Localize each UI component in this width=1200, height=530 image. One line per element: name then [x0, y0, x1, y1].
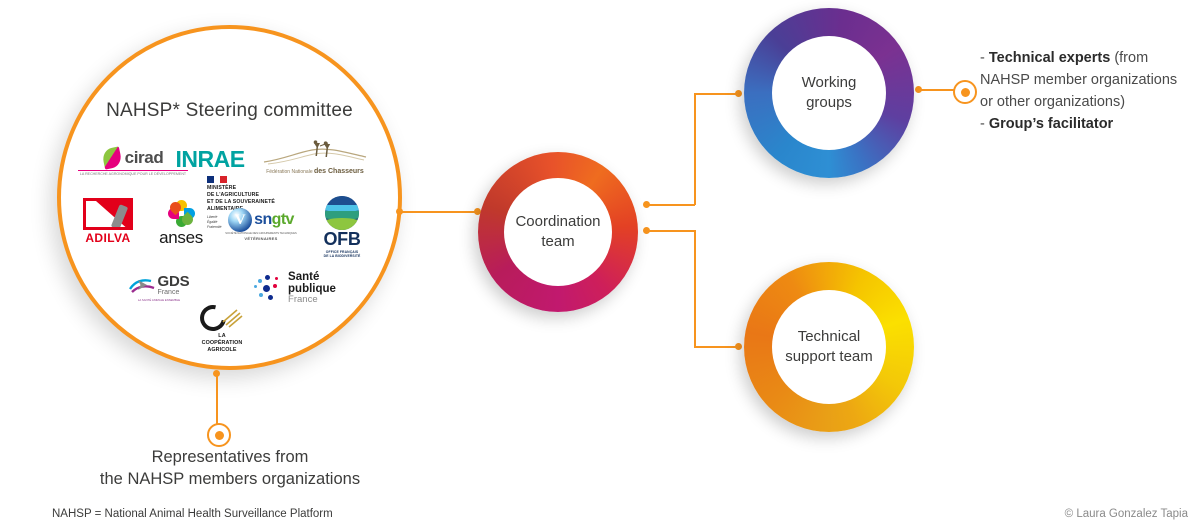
support-label: Technical support team — [785, 327, 873, 365]
adilva-wordmark: ADILVA — [85, 231, 131, 245]
connector-dot — [396, 208, 403, 215]
anses-flower-icon — [167, 199, 195, 228]
node-technical-support-team[interactable]: Technical support team — [744, 262, 914, 432]
logo-inrae: INRAE — [160, 146, 260, 173]
gds-wordmark: GDS — [157, 273, 190, 290]
spf-line-3: France — [288, 294, 318, 306]
note-marker-icon — [953, 80, 977, 104]
connector-dot — [474, 208, 481, 215]
coop-c-icon — [195, 300, 244, 336]
sngtv-wordmark: sngtv — [254, 211, 294, 228]
gds-swoosh-icon — [128, 277, 155, 295]
representatives-caption: Representatives from the NAHSP members o… — [99, 448, 361, 489]
logo-sante-publique-france: Santé publique France — [245, 271, 345, 306]
connector-vertical-upper — [694, 93, 696, 205]
connector-dot — [643, 227, 650, 234]
connector-dot — [735, 90, 742, 97]
connector-to-support-team — [694, 346, 738, 348]
steering-committee-title: NAHSP* Steering committee — [106, 100, 353, 121]
cirad-caption: LA RECHERCHE AGRONOMIQUE POUR LE DÉVELOP… — [78, 170, 188, 176]
gds-caption: LA SANTÉ ANIMALE ENSEMBLE — [137, 298, 181, 303]
anses-wordmark: anses — [159, 228, 203, 247]
sngtv-caption: SOCIÉTÉ NATIONALE DES GROUPEMENTS TECHNI… — [225, 232, 297, 241]
chasseurs-caption: Fédération Nationale des Chasseurs — [266, 168, 364, 175]
logo-federation-nationale-des-chasseurs: Fédération Nationale des Chasseurs — [262, 140, 368, 175]
representatives-marker-icon — [207, 423, 231, 447]
node-working-groups[interactable]: Working groups — [744, 8, 914, 178]
ofb-landscape-icon — [325, 196, 359, 230]
spf-dots-icon — [254, 274, 284, 304]
connector-to-working-groups — [694, 93, 738, 95]
logo-anses: anses — [148, 199, 214, 248]
sngtv-globe-icon: V — [228, 208, 253, 232]
working-hole: Working groups — [772, 36, 886, 150]
connector-steering-to-coordination — [398, 211, 480, 213]
connector-coordination-upper — [648, 204, 695, 206]
ofb-wordmark: OFB — [323, 229, 361, 249]
logo-adilva: ADILVA — [78, 198, 138, 245]
french-flag-icon — [207, 176, 228, 183]
coordination-label: Coordination team — [515, 212, 601, 250]
inrae-wordmark: INRAE — [175, 146, 245, 172]
adilva-mark-icon — [83, 198, 133, 230]
ofb-caption: OFFICE FRANÇAIS DE LA BIODIVERSITÉ — [323, 250, 361, 259]
logo-cirad: cirad LA RECHERCHE AGRONOMIQUE POUR LE D… — [78, 146, 188, 176]
hunters-landscape-icon — [263, 140, 367, 165]
connector-dot — [643, 201, 650, 208]
copyright: © Laura Gonzalez Tapia — [1064, 508, 1188, 520]
spf-line-1: Santé — [288, 271, 320, 283]
coordination-hole: Coordination team — [504, 178, 612, 286]
connector-vertical-lower — [694, 230, 696, 348]
working-label: Working groups — [801, 73, 857, 111]
connector-coordination-lower — [648, 230, 695, 232]
working-groups-note: - Technical experts (from NAHSP member o… — [980, 48, 1190, 136]
spf-line-2: publique — [288, 282, 336, 295]
footnote: NAHSP = National Animal Health Surveilla… — [52, 508, 333, 520]
note-line-technical-experts: - Technical experts (from NAHSP member o… — [980, 50, 1178, 110]
ministere-lines: MINISTÈRE DE L'AGRICULTURE ET DE LA SOUV… — [207, 185, 275, 213]
logo-la-cooperation-agricole: LA COOPÉRATION AGRICOLE — [185, 300, 259, 353]
cirad-leaf-icon — [100, 146, 123, 170]
connector-dot — [735, 343, 742, 350]
logo-sngtv: V sngtv SOCIÉTÉ NATIONALE DES GROUPEMENT… — [225, 208, 297, 241]
connector-dot — [915, 86, 922, 93]
connector-steering-to-representatives — [216, 373, 218, 429]
logo-ministere-agriculture: MINISTÈRE DE L'AGRICULTURE ET DE LA SOUV… — [207, 176, 285, 230]
ministere-motto: Liberté Égalité Fraternité — [207, 215, 222, 230]
logo-gds-france: GDS France LA SANTÉ ANIMALE ENSEMBLE — [112, 274, 206, 302]
coop-caption: LA COOPÉRATION AGRICOLE — [201, 333, 243, 353]
gds-subword: France — [157, 289, 180, 296]
connector-dot — [213, 370, 220, 377]
node-coordination-team[interactable]: Coordination team — [478, 152, 638, 312]
support-hole: Technical support team — [772, 290, 886, 404]
logo-ofb: OFB OFFICE FRANÇAIS DE LA BIODIVERSITÉ — [310, 196, 374, 259]
note-line-facilitator: - Group’s facilitator — [980, 116, 1114, 133]
cirad-wordmark: cirad — [124, 148, 164, 167]
connector-working-to-note — [918, 89, 960, 91]
